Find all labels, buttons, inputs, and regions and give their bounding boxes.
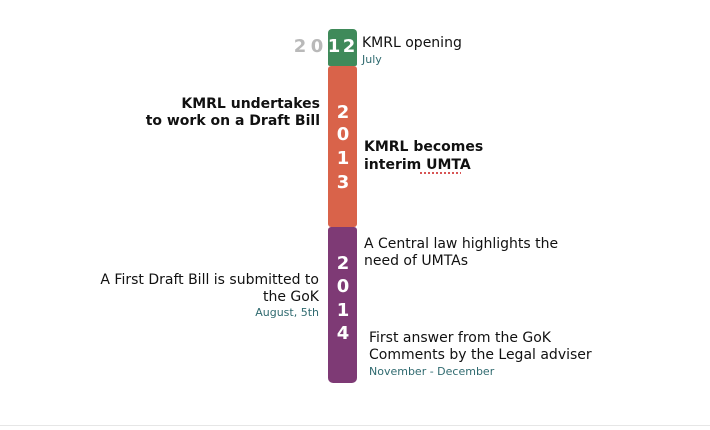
year-2013-digit-4: 3 — [336, 172, 350, 193]
year-2013-bar — [328, 66, 357, 227]
event-first-answer-line-1: First answer from the GoK — [369, 330, 551, 346]
year-2012-bar — [328, 29, 357, 66]
year-2012-digit-2: 0 — [310, 36, 324, 57]
year-2013-digit-1: 2 — [336, 102, 350, 123]
year-2013-digit-2: 0 — [336, 124, 350, 145]
event-first-draft-date: August, 5th — [255, 306, 319, 319]
event-first-answer-line-2: Comments by the Legal adviser — [369, 347, 592, 363]
spellcheck-underline — [419, 172, 461, 175]
event-kmrl-opening-date: July — [362, 53, 382, 66]
bottom-divider — [0, 425, 710, 426]
year-2014-digit-4: 4 — [336, 323, 350, 344]
event-kmrl-opening: KMRL opening — [362, 35, 462, 51]
event-draft-bill-line-1: KMRL undertakes — [181, 96, 320, 112]
year-2013-digit-3: 1 — [336, 148, 350, 169]
year-2014-bar — [328, 227, 357, 383]
event-first-answer-date: November - December — [369, 365, 495, 378]
year-2014-digit-3: 1 — [336, 300, 350, 321]
event-central-law-line-1: A Central law highlights the — [364, 236, 559, 252]
event-interim-umta-line-2: interim UMTA — [364, 157, 471, 173]
year-2014-digit-2: 0 — [336, 276, 350, 297]
event-first-draft-line-2: the GoK — [262, 289, 319, 305]
event-central-law-line-2: need of UMTAs — [364, 253, 469, 269]
year-2014-digit-1: 2 — [336, 253, 350, 274]
year-2012-digit-3: 1 — [327, 36, 341, 57]
event-first-draft-line-1: A First Draft Bill is submitted to — [100, 272, 319, 288]
event-draft-bill-line-2: to work on a Draft Bill — [145, 113, 320, 129]
year-2012-digit-1: 2 — [293, 36, 307, 57]
event-interim-umta-line-1: KMRL becomes — [364, 139, 484, 155]
year-2012-digit-4: 2 — [342, 36, 356, 57]
